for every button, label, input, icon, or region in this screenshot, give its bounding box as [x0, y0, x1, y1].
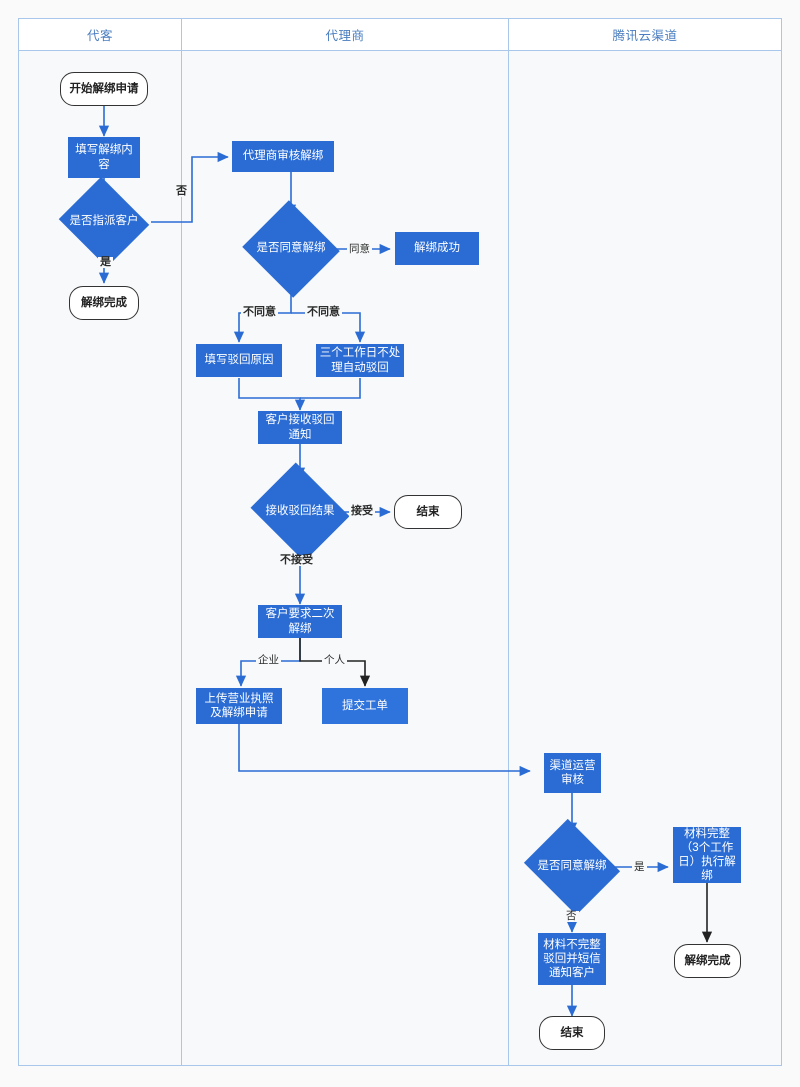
node-decide-agree-unbind-right[interactable]: 是否同意解绑 — [523, 818, 621, 916]
edge-label-butongyi-2: 不同意 — [305, 306, 342, 318]
lane-divider-2 — [508, 51, 509, 1066]
edge-label-shi-left: 是 — [98, 256, 113, 268]
lane-header-dailishang: 代理商 — [182, 19, 509, 50]
node-auto-reject-3days[interactable]: 三个工作日不处理自动驳回 — [316, 344, 404, 377]
node-channel-operation-review[interactable]: 渠道运营审核 — [544, 753, 601, 793]
node-start-unbind-request[interactable]: 开始解绑申请 — [60, 72, 148, 106]
node-materials-incomplete-reject-sms[interactable]: 材料不完整驳回并短信通知客户 — [538, 933, 606, 985]
node-unbind-complete-right[interactable]: 解绑完成 — [674, 944, 741, 978]
edge-label-qiye: 企业 — [256, 654, 281, 666]
edge-label-shi-right: 是 — [632, 861, 647, 873]
node-label: 是否同意解绑 — [537, 860, 607, 873]
node-agent-review-unbind[interactable]: 代理商审核解绑 — [232, 141, 334, 172]
edge-label-geren: 个人 — [322, 654, 347, 666]
swimlane-header-row: 代客 代理商 腾讯云渠道 — [18, 18, 782, 51]
edge-label-fou-right: 否 — [564, 910, 579, 922]
node-label: 接收驳回结果 — [265, 505, 335, 518]
edge-label-jieshou: 接受 — [349, 505, 375, 517]
node-decide-assign-customer[interactable]: 是否指派客户 — [58, 176, 150, 268]
node-end-right[interactable]: 结束 — [539, 1016, 605, 1050]
node-submit-ticket[interactable]: 提交工单 — [322, 688, 408, 724]
node-customer-request-second-unbind[interactable]: 客户要求二次解绑 — [258, 605, 342, 638]
node-upload-license-and-application[interactable]: 上传营业执照及解绑申请 — [196, 688, 282, 724]
node-unbind-success[interactable]: 解绑成功 — [395, 232, 479, 265]
node-customer-receive-reject-notice[interactable]: 客户接收驳回通知 — [258, 411, 342, 444]
lane-header-tencent: 腾讯云渠道 — [612, 29, 678, 43]
node-unbind-complete-left[interactable]: 解绑完成 — [69, 286, 139, 320]
node-decide-agree-unbind[interactable]: 是否同意解绑 — [242, 200, 340, 298]
node-decide-receive-reject-result[interactable]: 接收驳回结果 — [250, 462, 350, 562]
edge-label-tongyi: 同意 — [347, 243, 372, 255]
edge-label-bujieshou: 不接受 — [278, 554, 315, 566]
edge-label-fou-left: 否 — [174, 185, 189, 197]
node-label: 是否同意解绑 — [256, 242, 326, 255]
edge-label-butongyi-1: 不同意 — [241, 306, 278, 318]
node-end-middle[interactable]: 结束 — [394, 495, 462, 529]
node-materials-complete-execute-unbind[interactable]: 材料完整（3个工作日）执行解绑 — [673, 827, 741, 883]
node-fill-unbind-content[interactable]: 填写解绑内容 — [68, 137, 140, 178]
lane-header-daike: 代客 — [19, 19, 182, 50]
node-label: 是否指派客户 — [69, 215, 139, 228]
lane-divider-1 — [181, 51, 182, 1066]
swimlane-board — [18, 18, 782, 1066]
node-fill-reject-reason[interactable]: 填写驳回原因 — [196, 344, 282, 377]
